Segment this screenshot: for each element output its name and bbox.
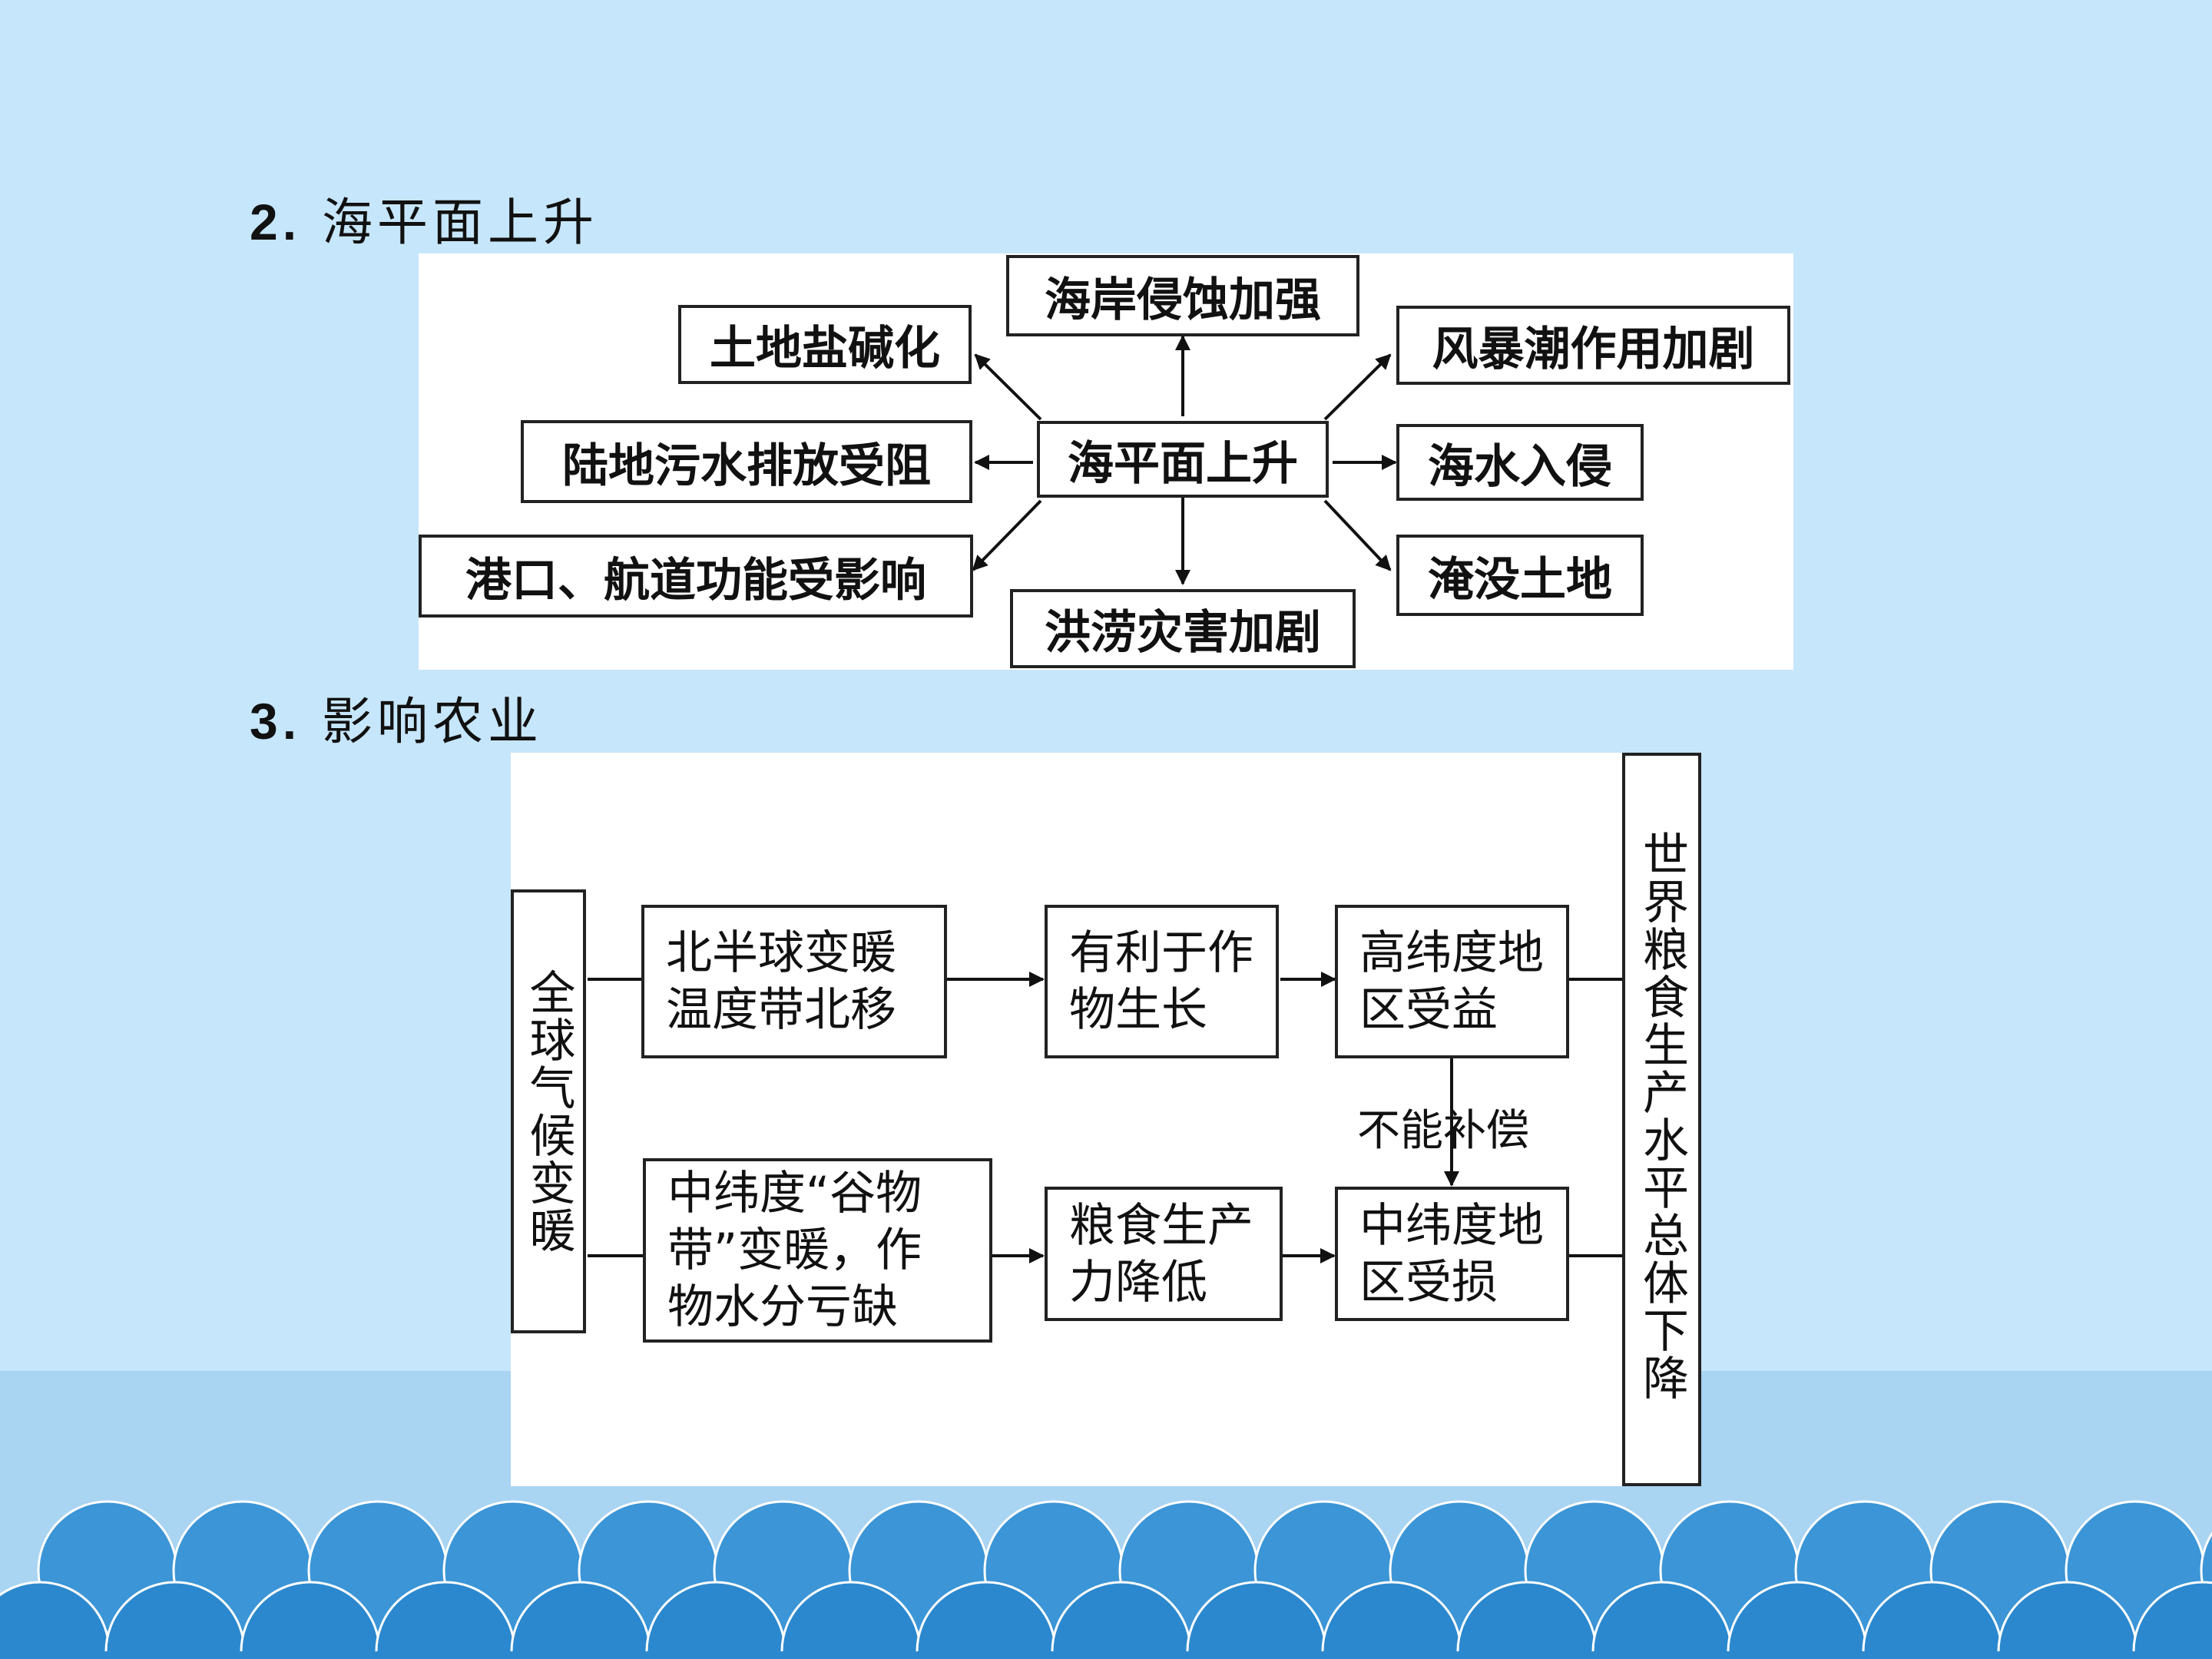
top-box: 海岸侵蚀加强 <box>1006 255 1359 336</box>
section-3-title: 影响农业 <box>322 692 544 751</box>
bottom-box: 洪涝灾害加剧 <box>1010 589 1356 668</box>
north-effect-box: 北半球变暖 温度带北移 <box>641 905 947 1058</box>
sea-level-arrows <box>972 335 1397 585</box>
left-box-3: 港口、航道功能受影响 <box>419 535 973 618</box>
right-box-3: 淹没土地 <box>1396 535 1644 616</box>
section-3-number: 3. <box>250 693 302 750</box>
wave-base <box>0 1651 2212 1659</box>
arrow-to-right-3 <box>1323 499 1392 571</box>
section-2-number: 2. <box>250 194 302 250</box>
center-box: 海平面上升 <box>1037 421 1329 498</box>
reduced-box: 粮食生产 力降低 <box>1045 1187 1283 1321</box>
result-box: 世界粮食生产水平总体下降 <box>1622 753 1701 1486</box>
arrow-to-left-1 <box>974 353 1042 421</box>
agriculture-diagram: 全球气候变暖 北半球变暖 温度带北移 中纬度“谷物 带”变暖，作 物水分亏缺 有… <box>511 753 1701 1486</box>
favorable-box: 有利于作 物生长 <box>1045 905 1279 1058</box>
arrow-to-right-1 <box>1323 353 1392 421</box>
sea-level-diagram: 海平面上升 海岸侵蚀加强 洪涝灾害加剧 土地盐碱化 陆地污水排放受阻 港口、航道… <box>419 253 1793 670</box>
cause-box: 全球气候变暖 <box>511 889 586 1333</box>
section-2-title: 海平面上升 <box>322 193 599 252</box>
mid-effect-box: 中纬度“谷物 带”变暖，作 物水分亏缺 <box>643 1158 992 1343</box>
arrow-to-left-3 <box>972 499 1042 571</box>
section-2-heading: 2. 海平面上升 <box>250 181 598 255</box>
cannot-compensate-label: 不能补偿 <box>1357 1106 1529 1156</box>
right-box-2: 海水入侵 <box>1396 424 1644 501</box>
section-3-heading: 3. 影响农业 <box>250 680 543 754</box>
left-box-2: 陆地污水排放受阻 <box>521 420 972 503</box>
left-box-1: 土地盐碱化 <box>678 305 972 384</box>
high-lat-box: 高纬度地 区受益 <box>1335 905 1569 1058</box>
right-box-1: 风暴潮作用加剧 <box>1396 306 1790 385</box>
mid-lat-box: 中纬度地 区受损 <box>1335 1187 1569 1321</box>
agriculture-arrows <box>588 972 1624 1263</box>
